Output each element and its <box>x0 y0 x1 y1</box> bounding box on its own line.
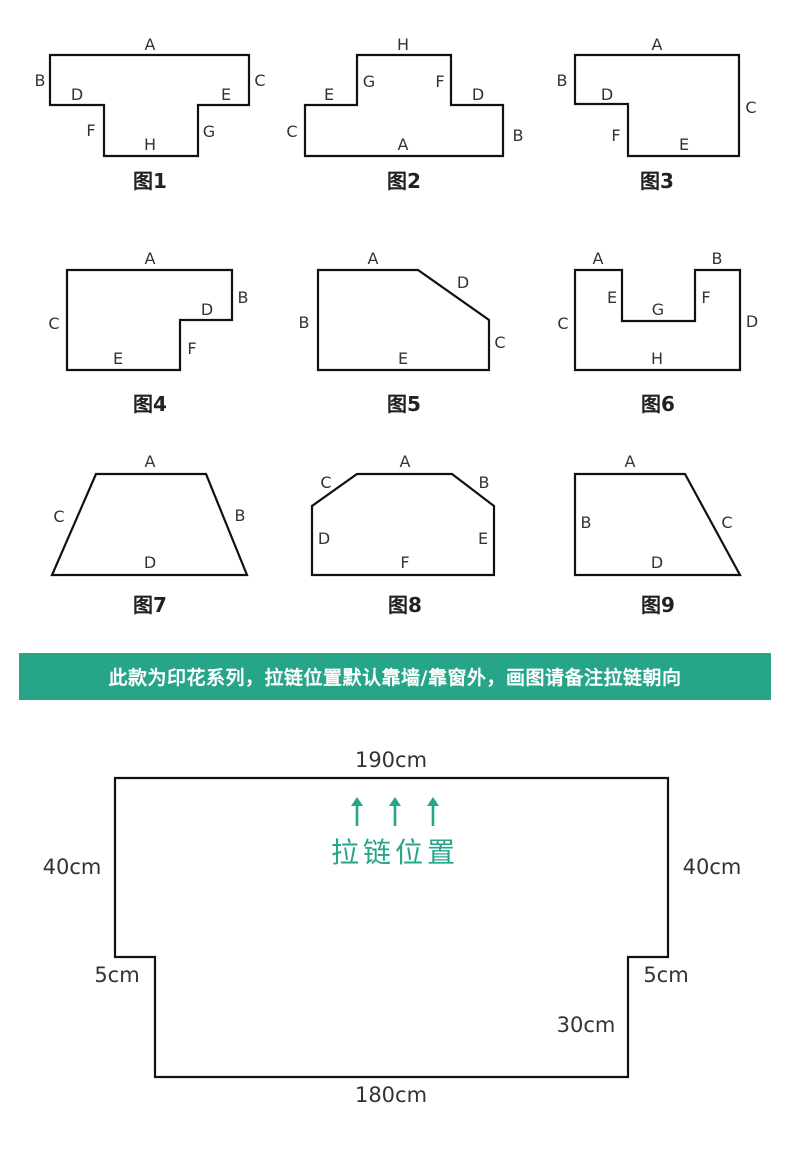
fig2-label-d: D <box>472 85 484 104</box>
fig5-caption: 图5 <box>387 392 421 416</box>
fig6-caption: 图6 <box>641 392 675 416</box>
fig1-label-f: F <box>86 121 95 140</box>
fig9-label-a: A <box>625 452 636 471</box>
fig4-label-f: F <box>187 339 196 358</box>
figure-3-outline <box>573 53 741 158</box>
fig1-label-a: A <box>145 35 156 54</box>
example-diagram: 190cm 40cm 40cm 5cm 5cm 30cm 180cm 拉链位置 <box>43 748 742 1107</box>
dim-right-step: 5cm <box>643 963 688 987</box>
fig9-label-b: B <box>581 513 592 532</box>
fig8-label-b: B <box>479 473 490 492</box>
figure-1: A B C D E F G H 图1 <box>35 35 266 193</box>
dim-bottom: 180cm <box>355 1083 427 1107</box>
fig7-caption: 图7 <box>133 593 167 617</box>
figure-7: A C B D 图7 <box>50 452 249 617</box>
fig5-label-a: A <box>368 249 379 268</box>
zipper-position-label: 拉链位置 <box>331 836 459 869</box>
fig9-caption: 图9 <box>641 593 675 617</box>
fig7-label-b: B <box>235 506 246 525</box>
fig6-label-e: E <box>607 288 617 307</box>
dim-left-step: 5cm <box>94 963 139 987</box>
fig2-label-b: B <box>513 126 524 145</box>
fig6-label-a: A <box>593 249 604 268</box>
fig6-label-c: C <box>557 314 568 333</box>
fig3-label-b: B <box>557 71 568 90</box>
fig7-label-d: D <box>144 553 156 572</box>
figure-9-outline <box>573 472 742 577</box>
fig2-caption: 图2 <box>387 169 421 193</box>
fig8-label-f: F <box>400 553 409 572</box>
figure-8: A C B D E F 图8 <box>310 452 496 617</box>
fig8-label-d: D <box>318 529 330 548</box>
figure-5-outline <box>316 268 491 372</box>
dim-top: 190cm <box>355 748 427 772</box>
figure-4: A B C D F E 图4 <box>48 249 248 416</box>
figure-2-outline <box>303 53 505 158</box>
fig5-label-e: E <box>398 349 408 368</box>
figure-1-outline <box>48 53 251 158</box>
fig3-label-a: A <box>652 35 663 54</box>
notice-banner: 此款为印花系列，拉链位置默认靠墙/靠窗外，画图请备注拉链朝向 <box>19 653 771 700</box>
figure-6: A B E F G C D H 图6 <box>557 249 758 416</box>
fig6-label-b: B <box>712 249 723 268</box>
fig5-label-d: D <box>457 273 469 292</box>
fig8-label-c: C <box>320 473 331 492</box>
figure-7-outline <box>50 472 249 577</box>
fig2-label-f: F <box>435 72 444 91</box>
up-arrow-icon <box>389 797 401 826</box>
fig4-label-e: E <box>113 349 123 368</box>
fig4-label-a: A <box>145 249 156 268</box>
fig8-caption: 图8 <box>388 593 422 617</box>
fig6-label-f: F <box>701 288 710 307</box>
fig1-label-b: B <box>35 71 46 90</box>
fig5-label-c: C <box>494 333 505 352</box>
fig3-label-e: E <box>679 135 689 154</box>
fig1-label-d: D <box>71 85 83 104</box>
dim-left: 40cm <box>43 855 102 879</box>
fig1-caption: 图1 <box>133 169 167 193</box>
fig4-caption: 图4 <box>133 392 167 416</box>
fig4-label-b: B <box>238 288 249 307</box>
fig4-label-d: D <box>201 300 213 319</box>
up-arrow-icon <box>427 797 439 826</box>
fig1-label-c: C <box>254 71 265 90</box>
fig3-caption: 图3 <box>640 169 674 193</box>
zipper-arrows <box>351 797 439 826</box>
fig3-label-f: F <box>611 126 620 145</box>
figure-3: A B C D F E 图3 <box>557 35 757 193</box>
figure-4-outline <box>65 268 234 372</box>
figure-6-outline <box>573 268 742 372</box>
fig6-label-g: G <box>652 300 664 319</box>
fig6-label-d: D <box>746 312 758 331</box>
fig6-label-h: H <box>651 349 663 368</box>
dim-right: 40cm <box>683 855 742 879</box>
fig1-label-h: H <box>144 135 156 154</box>
fig1-label-g: G <box>203 122 215 141</box>
figure-9: A B C D 图9 <box>573 452 742 617</box>
fig3-label-d: D <box>601 85 613 104</box>
fig9-label-c: C <box>721 513 732 532</box>
fig7-label-a: A <box>145 452 156 471</box>
example-outline <box>113 776 670 1079</box>
fig2-label-g: G <box>363 72 375 91</box>
fig9-label-d: D <box>651 553 663 572</box>
fig2-label-c: C <box>286 122 297 141</box>
dim-right-lower: 30cm <box>557 1013 616 1037</box>
fig4-label-c: C <box>48 314 59 333</box>
fig2-label-h: H <box>397 35 409 54</box>
fig2-label-e: E <box>324 85 334 104</box>
figure-2: H G F E D C B A 图2 <box>286 35 523 193</box>
fig8-label-e: E <box>478 529 488 548</box>
fig7-label-c: C <box>53 507 64 526</box>
up-arrow-icon <box>351 797 363 826</box>
fig3-label-c: C <box>745 98 756 117</box>
fig8-label-a: A <box>400 452 411 471</box>
figure-5: A D B C E 图5 <box>299 249 506 416</box>
fig1-label-e: E <box>221 85 231 104</box>
fig2-label-a: A <box>398 135 409 154</box>
fig5-label-b: B <box>299 313 310 332</box>
figure-8-outline <box>310 472 496 577</box>
